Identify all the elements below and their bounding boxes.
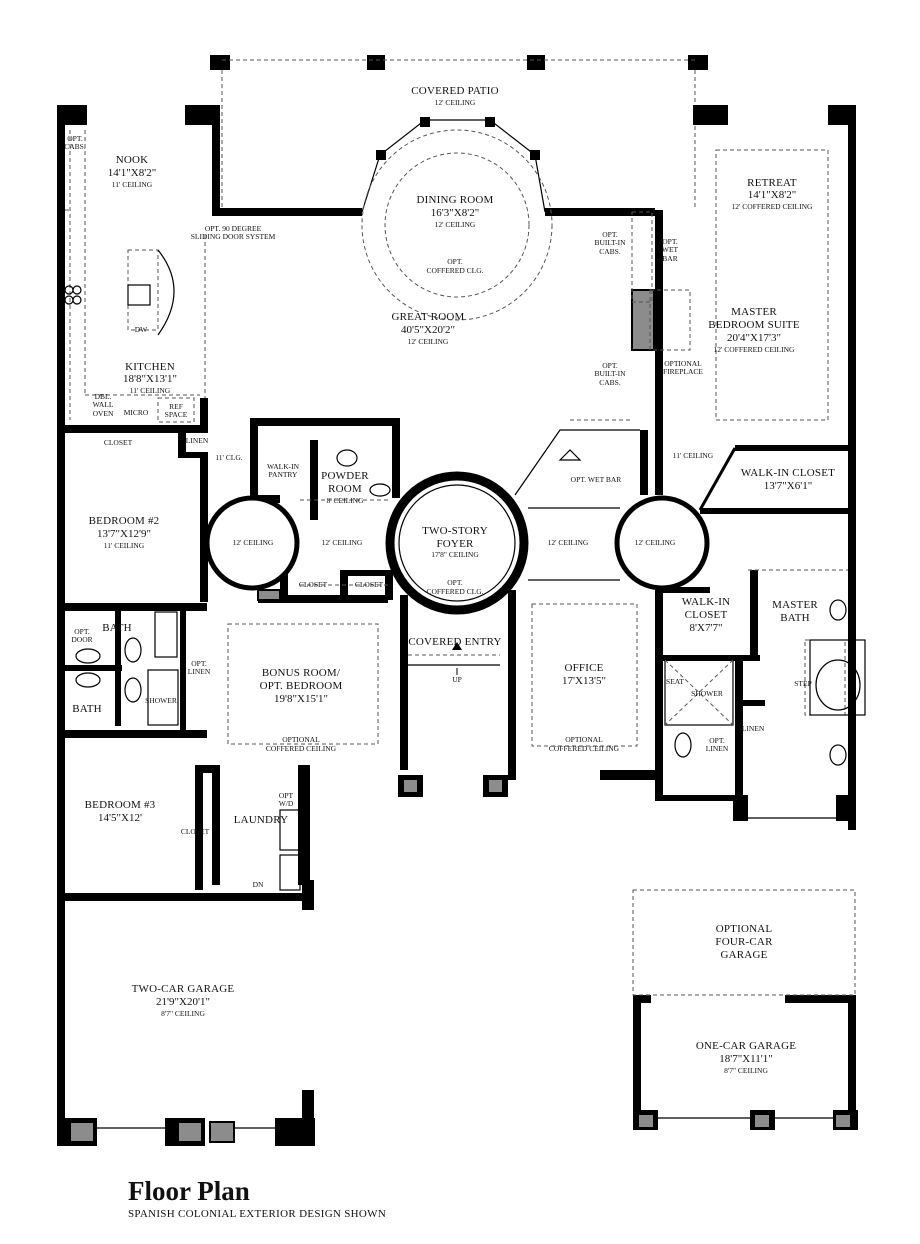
shower-label: SHOWER bbox=[145, 696, 177, 705]
ceiling-note: 12' CEILING bbox=[321, 538, 363, 547]
interior-walls bbox=[57, 210, 855, 890]
opt-linen-label: OPT.LINEN bbox=[705, 736, 729, 754]
room-name: BEDROOM #2 bbox=[88, 515, 160, 527]
ceiling-note: 12' CEILING bbox=[634, 538, 676, 547]
ceiling-height: 11' CEILING bbox=[103, 541, 145, 550]
up-label: UP bbox=[452, 675, 462, 684]
closet-label: CLOSET bbox=[180, 827, 210, 836]
linen-label: LINEN bbox=[741, 724, 765, 733]
room-dim: 18'7"X11'1" bbox=[719, 1053, 773, 1065]
exterior-walls bbox=[57, 105, 858, 1146]
room-dim: 14'1"X8'2" bbox=[747, 189, 797, 201]
room-dim: 14'5"X12' bbox=[98, 812, 142, 824]
room-name: GREAT ROOM bbox=[391, 311, 465, 323]
covered-entry-label: COVERED ENTRY bbox=[408, 636, 502, 648]
bath-label: BATH bbox=[72, 703, 102, 715]
ceiling-note: 11' CLG. bbox=[215, 453, 243, 462]
room-name: TWO-CAR GARAGE bbox=[131, 983, 235, 995]
room-name: ONE-CAR GARAGE bbox=[695, 1040, 797, 1052]
opt-cabs-note: OPT.CABS. bbox=[64, 134, 86, 152]
room-name: KITCHEN bbox=[125, 361, 175, 373]
microwave-label: MICRO bbox=[123, 408, 149, 417]
room-dim: 18'8"X13'1" bbox=[123, 373, 177, 385]
room-name: BEDROOM #3 bbox=[84, 799, 156, 811]
ceiling-note: 12' CEILING bbox=[547, 538, 589, 547]
ceiling-note: 12' CEILING bbox=[232, 538, 274, 547]
closet-label: CLOSET bbox=[354, 580, 384, 589]
dn-label: DN bbox=[252, 880, 264, 889]
bath-label: BATH bbox=[102, 622, 132, 634]
ceiling-height: 11' CEILING bbox=[129, 386, 171, 395]
ceiling-height: 12' CEILING bbox=[434, 220, 476, 229]
laundry-label: LAUNDRY bbox=[233, 814, 289, 826]
room-name: COVERED PATIO bbox=[411, 85, 499, 97]
ceiling-height: 11' CEILING bbox=[111, 180, 153, 189]
room-dim: 20'4"X17'3" bbox=[727, 332, 781, 344]
step-label: STEP bbox=[794, 679, 812, 688]
closet-label: CLOSET bbox=[103, 438, 133, 447]
shower-label: SHOWER bbox=[691, 689, 723, 698]
room-name: RETREAT bbox=[747, 177, 797, 189]
room-dim: 16'3"X8'2" bbox=[430, 207, 480, 219]
ceiling-height: 8'7" CEILING bbox=[724, 1066, 768, 1075]
ceiling-note: 11' CEILING bbox=[672, 451, 714, 460]
room-name: DINING ROOM bbox=[416, 194, 494, 206]
opt-linen-label: OPT.LINEN bbox=[187, 659, 211, 677]
ceiling-height: 12' COFFERED CEILING bbox=[713, 345, 795, 354]
room-dim: 21'9"X20'1" bbox=[156, 996, 210, 1008]
ceiling-height: 12' CEILING bbox=[407, 337, 449, 346]
opt-door-label: OPT.DOOR bbox=[71, 627, 93, 645]
dishwasher-label: DW bbox=[134, 325, 148, 334]
closet-label: CLOSET bbox=[298, 580, 328, 589]
fixtures bbox=[64, 249, 866, 891]
ceiling-height: 12' CEILING bbox=[434, 98, 476, 107]
room-name: NOOK bbox=[115, 154, 149, 166]
ceiling-height: 8'7" CEILING bbox=[161, 1009, 205, 1018]
room-dim: 14'1"X8'2" bbox=[107, 167, 157, 179]
seat-label: SEAT bbox=[666, 677, 684, 686]
page-title: Floor Plan bbox=[128, 1176, 250, 1206]
entry-arrow bbox=[257, 642, 462, 900]
page-subtitle: SPANISH COLONIAL EXTERIOR DESIGN SHOWN bbox=[128, 1208, 387, 1220]
covered-patio-outline bbox=[210, 55, 708, 210]
room-dim: 13'7"X12'9" bbox=[97, 528, 151, 540]
room-dim: 40'5"X20'2" bbox=[401, 324, 455, 336]
ceiling-height: 12' COFFERED CEILING bbox=[731, 202, 813, 211]
linen-label: LINEN bbox=[185, 436, 209, 445]
dining-bay bbox=[361, 117, 553, 321]
opt-wet-bar-label: OPT. WET BAR bbox=[570, 475, 622, 484]
